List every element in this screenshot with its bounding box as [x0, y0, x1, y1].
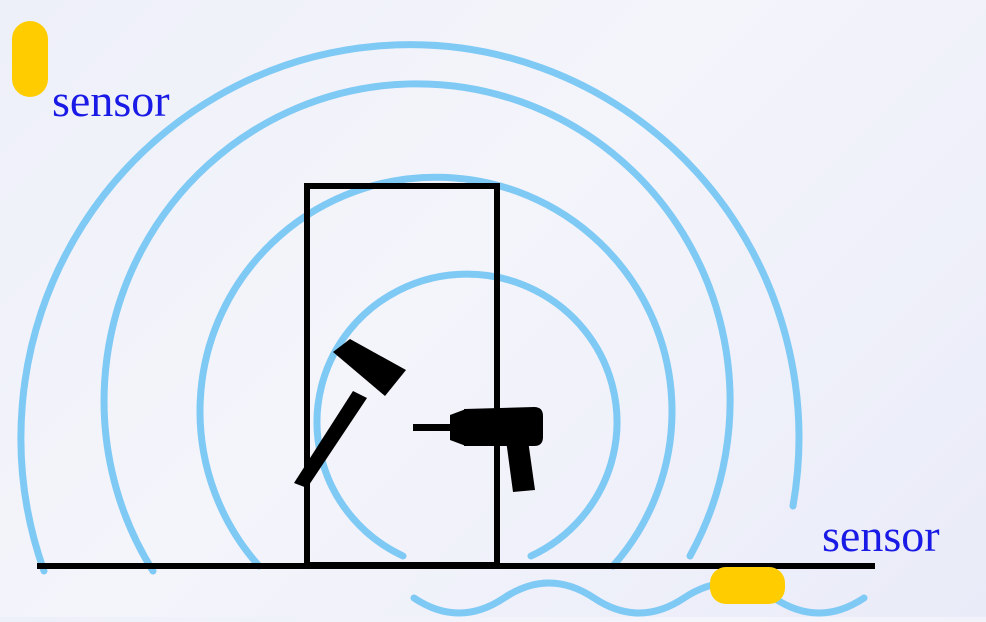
sensor-label-top: sensor — [52, 78, 170, 124]
wave-ring-3 — [104, 84, 730, 571]
sensor-label-bottom: sensor — [822, 513, 940, 559]
room-outline — [307, 186, 497, 565]
wave-ring-2 — [200, 177, 672, 566]
sensor-top-icon — [12, 21, 48, 97]
sensor-bottom-icon — [710, 567, 785, 604]
ground-wave — [414, 583, 864, 613]
drill-icon — [413, 407, 543, 492]
hammer-icon — [294, 339, 406, 488]
